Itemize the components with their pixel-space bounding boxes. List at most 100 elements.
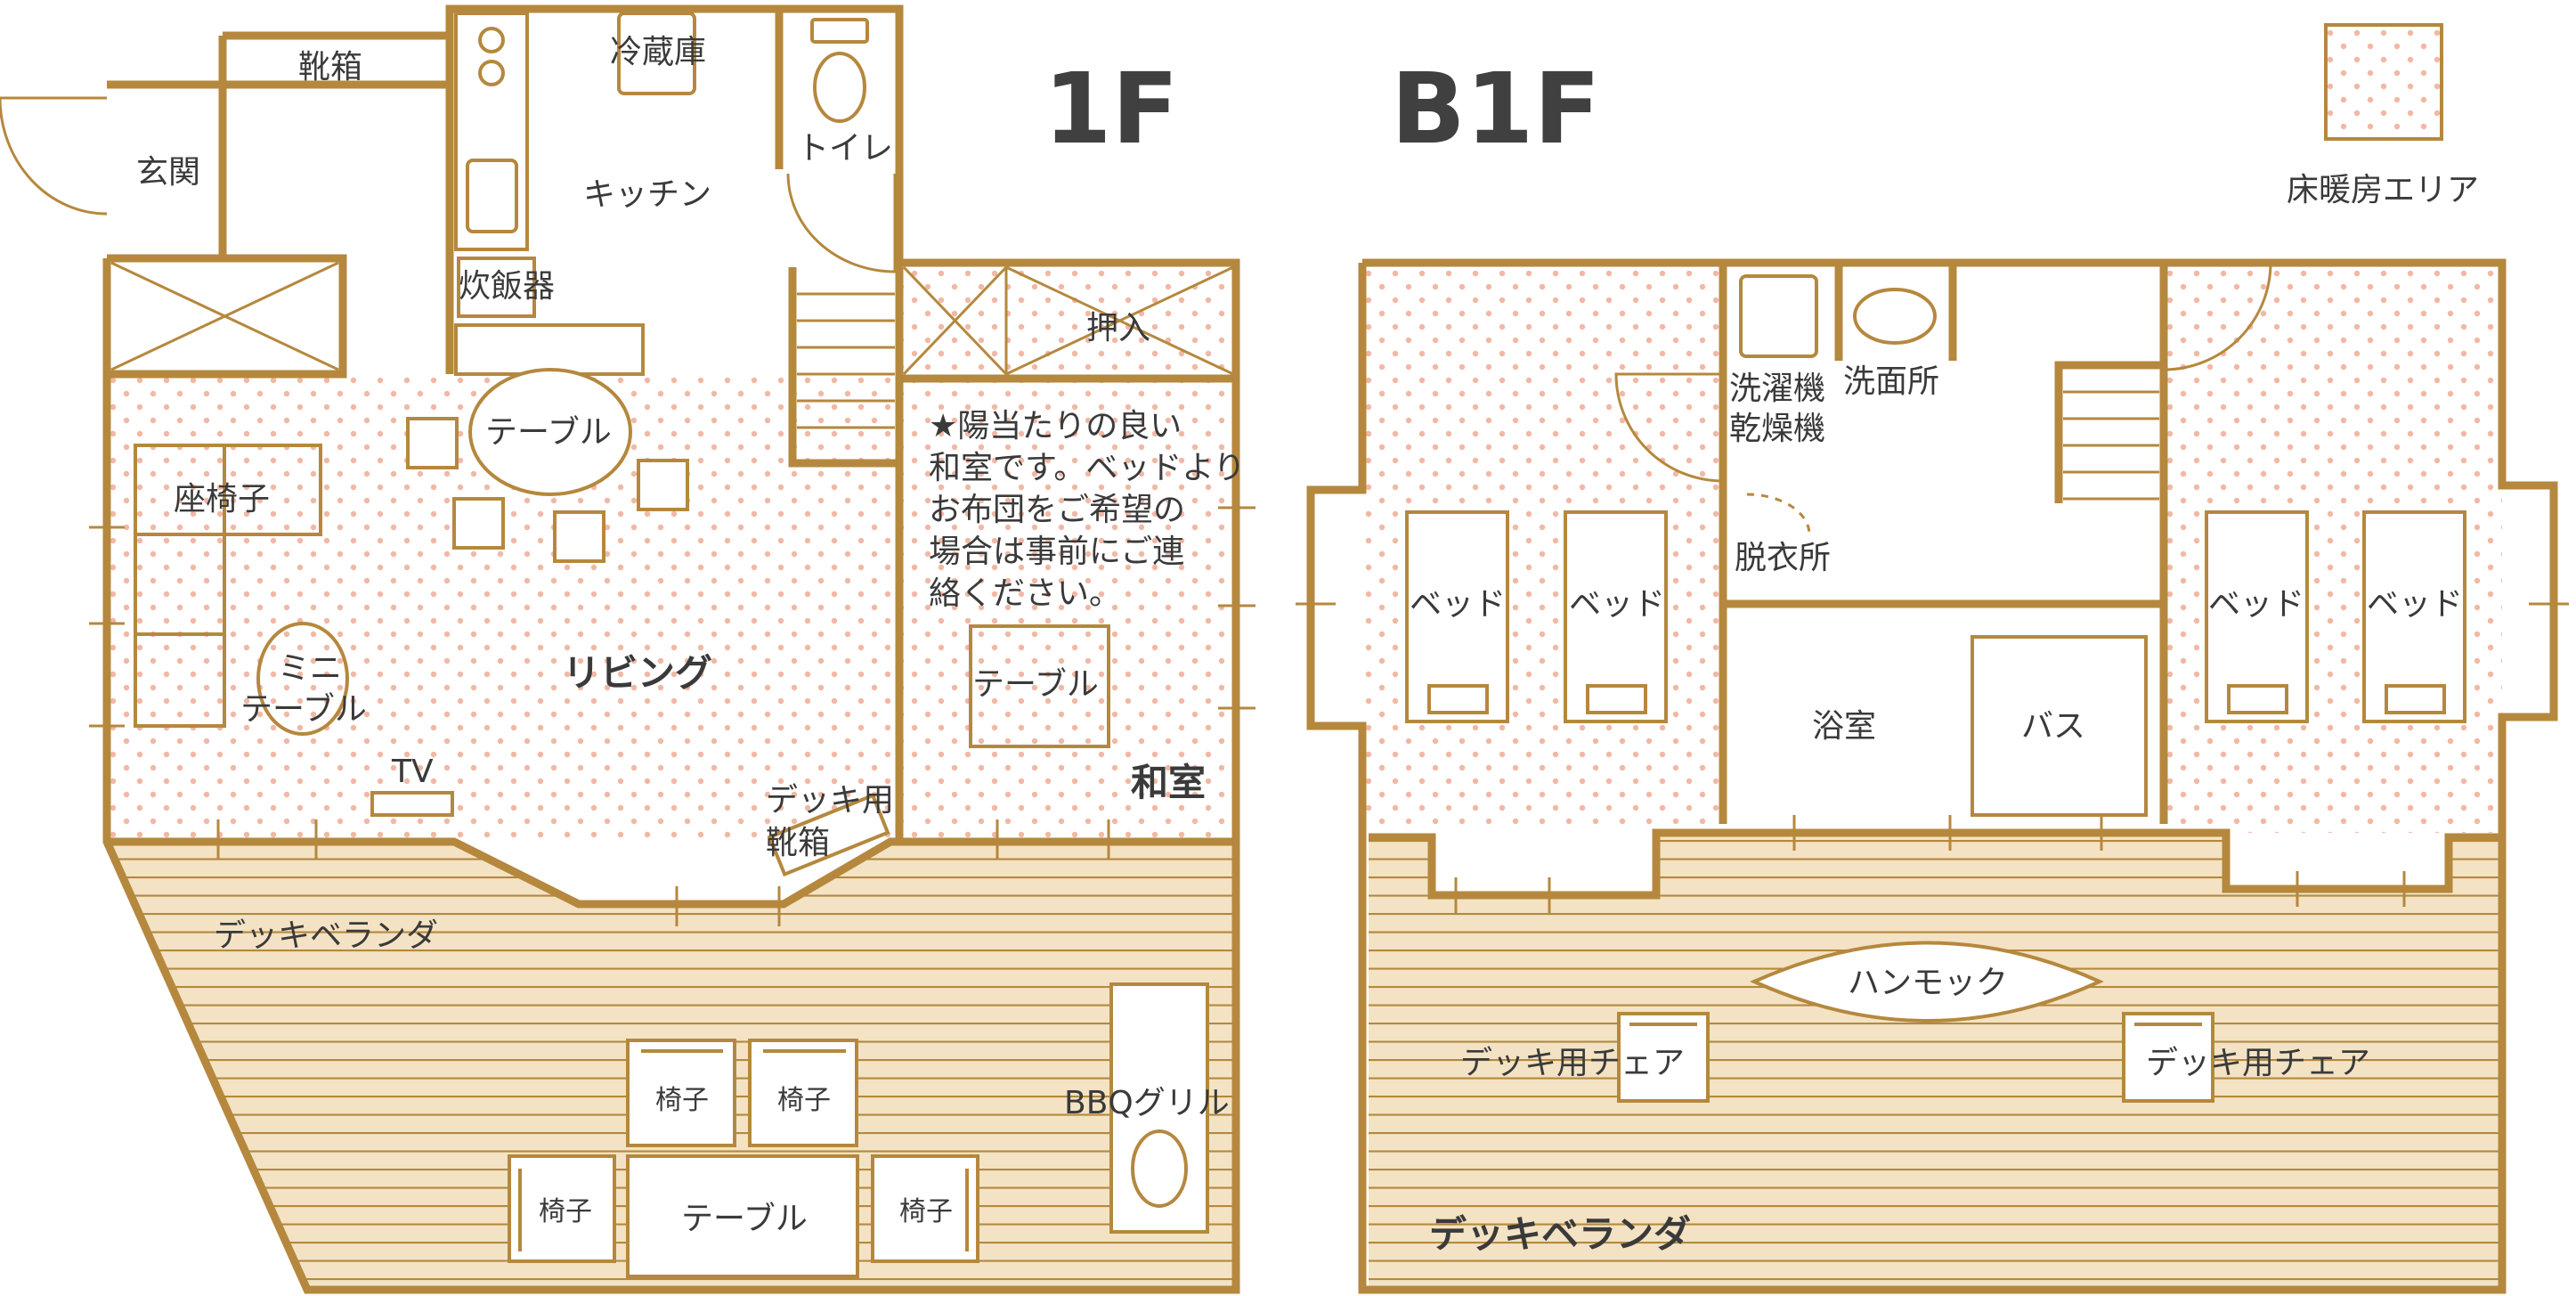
- b1-deck-chair: [2122, 1012, 2214, 1103]
- label-hammock: ハンモック: [1848, 965, 2008, 1001]
- note-line: 和室です。ベッドより: [929, 450, 1246, 486]
- hammock: [1750, 941, 2104, 1023]
- wall-1f-deck-edge: [107, 837, 1236, 909]
- label-deck-chair: デッキ用チェア: [2146, 1045, 2370, 1081]
- pillow: [1586, 684, 1647, 714]
- b1-door: [1614, 372, 1724, 483]
- label-chair: 椅子: [899, 1196, 953, 1227]
- legend-label: 床暖房エリア: [2287, 172, 2479, 208]
- label-living: リビング: [563, 651, 712, 695]
- wall-b1-outer: [1306, 258, 2558, 1294]
- label-deck-veranda-1f: デッキベランダ: [214, 917, 438, 954]
- bbq-grill-bowl: [1131, 1129, 1188, 1208]
- counter: [454, 323, 645, 376]
- washbasin: [1853, 288, 1937, 345]
- burner-icon: [478, 60, 505, 86]
- fridge: [617, 12, 696, 95]
- label-washitsu-table: テーブル: [972, 666, 1099, 703]
- label-deck-shoe-box-1: デッキ用: [766, 782, 894, 819]
- stool: [637, 459, 689, 511]
- wall-b1-stairs: [2054, 361, 2164, 503]
- label-round-table: テーブル: [485, 414, 612, 451]
- label-deck-veranda-b1f: デッキベランダ: [1429, 1212, 1691, 1256]
- round-table: [468, 368, 632, 496]
- label-deck-shoe-box-2: 靴箱: [766, 825, 830, 861]
- label-washer-2: 乾燥機: [1729, 411, 1825, 447]
- floor-1f: [0, 4, 1255, 1294]
- rice-cooker: [457, 257, 536, 318]
- toilet-tank: [810, 18, 869, 44]
- note-line: お布団をご希望の: [929, 492, 1185, 528]
- label-bed: ベッド: [1410, 586, 1506, 623]
- note-line: 場合は事前にご連: [929, 534, 1184, 570]
- label-bed: ベッド: [2367, 586, 2463, 623]
- sink: [466, 159, 518, 233]
- washitsu-table: [969, 624, 1110, 748]
- label-chair: 椅子: [777, 1085, 831, 1116]
- wall-1f-entry-left: [107, 80, 227, 258]
- pillow: [1427, 684, 1489, 714]
- bathtub: [1971, 635, 2148, 817]
- window-ticks-1f: [89, 506, 1255, 926]
- stool: [406, 417, 459, 469]
- toilet-bowl: [813, 52, 866, 123]
- closet-x-1f: [110, 261, 1234, 376]
- label-mini-table-2: テーブル: [240, 691, 367, 728]
- label-chair: 椅子: [539, 1196, 592, 1227]
- floor-title-b1f: B1F: [1391, 52, 1601, 166]
- pillow: [2227, 684, 2288, 714]
- label-toilet: トイレ: [797, 130, 893, 167]
- floor-b1f: [1296, 258, 2569, 1294]
- label-deck-table: テーブル: [681, 1201, 808, 1237]
- stool: [553, 510, 605, 563]
- zaisu-left: [134, 444, 226, 728]
- wall-b1-deck-edge: [1369, 828, 2502, 900]
- wall-1f-closet: [102, 254, 347, 379]
- deck-chair: [508, 1154, 616, 1263]
- label-bath: バス: [2021, 708, 2085, 745]
- label-mini-table-1: ミニ: [278, 650, 342, 687]
- label-deck-chair: デッキ用チェア: [1460, 1045, 1685, 1081]
- label-entrance: 玄関: [136, 154, 200, 191]
- label-fridge: 冷蔵庫: [610, 34, 706, 70]
- label-bed: ベッド: [2208, 586, 2304, 623]
- deck-chair: [748, 1039, 858, 1147]
- label-shoe-box: 靴箱: [298, 49, 362, 86]
- deck-table: [626, 1154, 859, 1278]
- deck-chair: [871, 1154, 979, 1263]
- label-kitchen: キッチン: [583, 176, 711, 213]
- label-tv: TV: [391, 754, 434, 790]
- toilet-door: [786, 173, 897, 273]
- stool: [452, 497, 505, 550]
- legend-swatch: [2324, 23, 2443, 141]
- entrance-door: [0, 96, 108, 216]
- window-ticks-b1: [1296, 602, 2569, 913]
- label-bathroom: 浴室: [1812, 708, 1876, 745]
- label-closet: 押入: [1086, 310, 1150, 346]
- label-bbq: BBQグリル: [1064, 1085, 1230, 1121]
- label-chair: 椅子: [655, 1085, 709, 1116]
- label-washroom: 洗面所: [1843, 363, 1939, 400]
- b1-door: [2163, 262, 2272, 371]
- label-rice-cooker: 炊飯器: [459, 268, 555, 305]
- label-washer-1: 洗濯機: [1729, 371, 1825, 407]
- stairs-b1: [2063, 390, 2159, 501]
- floor-title-1f: 1F: [1044, 52, 1179, 166]
- deck-chair: [626, 1039, 736, 1147]
- stairs-1f: [797, 292, 895, 429]
- pillow: [2385, 684, 2446, 714]
- deck-b1f: [1369, 833, 2502, 1290]
- label-dressing: 脱衣所: [1735, 540, 1831, 576]
- b1-deck-chair: [1617, 1012, 1710, 1103]
- burner-icon: [478, 27, 505, 53]
- label-zaisu: 座椅子: [174, 481, 270, 518]
- b1-door-dash: [1746, 493, 1811, 535]
- washer: [1739, 274, 1818, 358]
- tv: [370, 791, 454, 817]
- wall-1f-stairs: [788, 267, 899, 468]
- note-line: 絡ください。: [929, 575, 1121, 612]
- deck-shoe-box: [767, 793, 890, 877]
- label-washitsu: 和室: [1131, 761, 1206, 804]
- bbq-grill: [1109, 982, 1209, 1234]
